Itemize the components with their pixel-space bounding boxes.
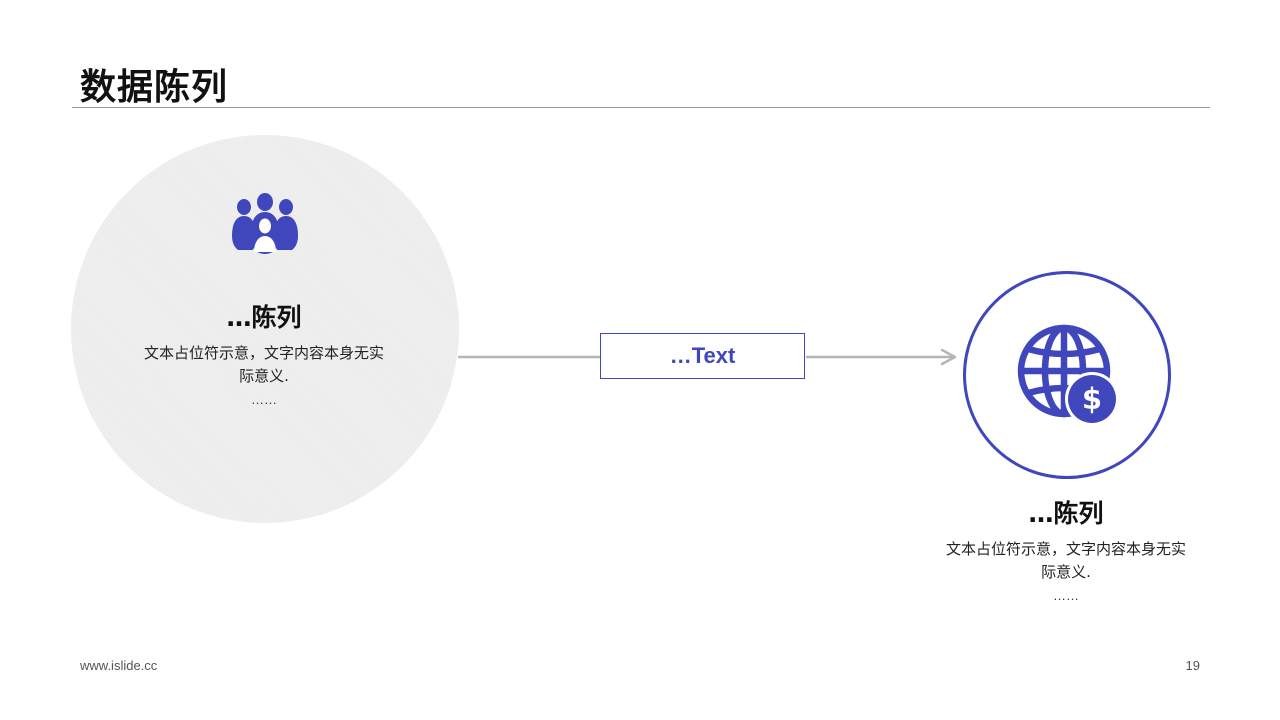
right-node-description-line1: 文本占位符示意，文字内容本身无实	[945, 540, 1186, 558]
people-group-icon	[232, 193, 298, 254]
svg-text:$: $	[1082, 382, 1102, 416]
left-node-description-line2: 际意义.	[239, 367, 289, 385]
middle-text-label: …Text	[669, 343, 736, 368]
slide-title: 数据陈列	[80, 67, 229, 108]
left-node-ellipsis: ……	[251, 392, 277, 407]
page-number: 19	[1185, 658, 1200, 673]
right-node-heading: …陈列	[1028, 499, 1104, 528]
arrow-head-icon	[940, 348, 957, 366]
right-node-description-line2: 际意义.	[1041, 563, 1091, 581]
right-node-ellipsis: ……	[1053, 588, 1079, 603]
title-divider	[72, 107, 1210, 108]
footer-url[interactable]: www.islide.cc	[80, 658, 158, 673]
left-node-circle	[71, 135, 459, 523]
middle-text-box: …Text	[600, 333, 805, 379]
left-node-heading: …陈列	[226, 303, 302, 332]
globe-dollar-icon: $	[1017, 324, 1119, 426]
left-node-description-line1: 文本占位符示意，文字内容本身无实	[143, 344, 384, 362]
